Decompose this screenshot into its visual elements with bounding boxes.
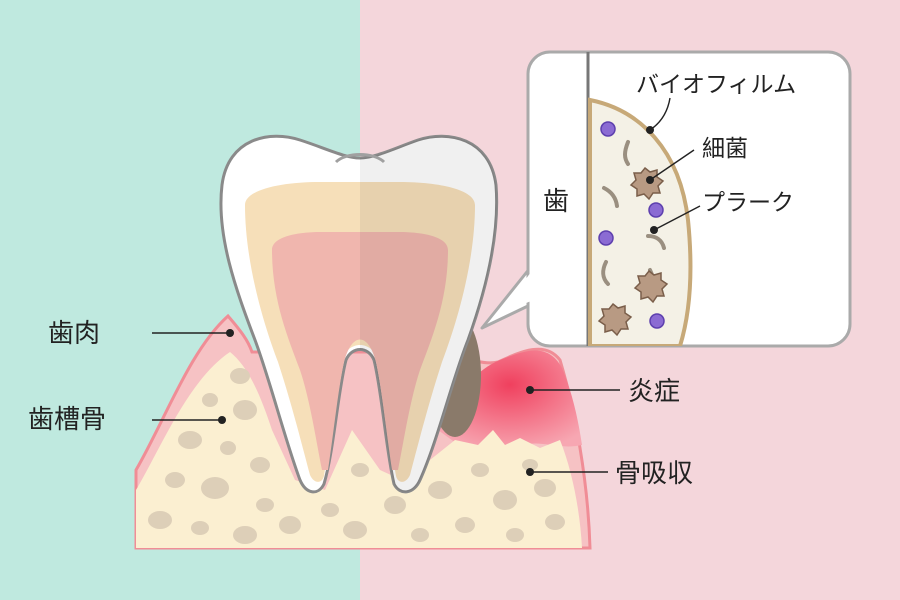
bone-resorption-dot bbox=[526, 468, 534, 476]
tooth bbox=[219, 134, 499, 494]
biofilm-label: バイオフィルム bbox=[636, 72, 796, 98]
inset-tooth-label: 歯 bbox=[543, 187, 569, 217]
callout-pointer-cover bbox=[500, 272, 531, 314]
tooth-shade bbox=[360, 136, 497, 492]
bone-spots bbox=[148, 368, 565, 544]
tooth-groove bbox=[334, 153, 386, 164]
bacteria-purple bbox=[598, 121, 665, 329]
inset-callout: 歯 バイオフィルム 細菌 プラーク bbox=[480, 50, 852, 348]
gum-label: 歯肉 bbox=[48, 319, 100, 349]
plaque-label: プラーク bbox=[702, 190, 794, 216]
plaque-leader bbox=[653, 205, 701, 231]
bacteria-leader bbox=[649, 149, 695, 181]
bacteria-label: 細菌 bbox=[702, 136, 748, 162]
inflamed-gum bbox=[438, 350, 582, 449]
alveolar-bone-label: 歯槽骨 bbox=[28, 405, 106, 435]
plaque-dot bbox=[650, 226, 658, 234]
tooth-pulp bbox=[272, 232, 448, 470]
alveolar-bone-dot bbox=[218, 416, 226, 424]
gum-dot bbox=[226, 329, 234, 337]
inflammation-label: 炎症 bbox=[628, 377, 680, 407]
bacteria-dot bbox=[646, 176, 654, 184]
inflammation-dot bbox=[526, 386, 534, 394]
biofilm-dot bbox=[646, 126, 654, 134]
bone-resorption-label: 骨吸収 bbox=[615, 459, 693, 489]
